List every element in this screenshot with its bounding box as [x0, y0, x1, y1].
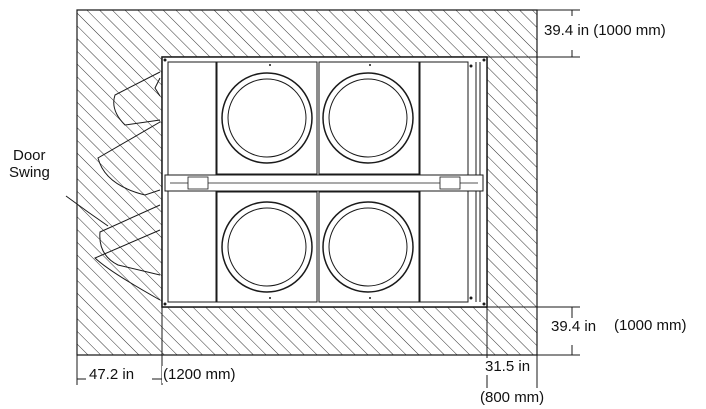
dimension-right-clearance-in: 31.5 in	[484, 358, 532, 375]
machine-doors	[221, 72, 414, 293]
machine-top-left	[216, 61, 318, 175]
dimension-top-clearance: 39.4 in (1000 mm)	[543, 22, 667, 39]
machine-top-right	[318, 61, 420, 175]
dimension-left-clearance-mm: (1200 mm)	[162, 366, 237, 383]
fasteners	[163, 58, 486, 306]
dimension-bottom-clearance-in: 39.4 in	[550, 318, 598, 335]
dimension-left-clearance-in: 47.2 in	[88, 366, 136, 383]
machine-bottom-right	[318, 191, 420, 303]
dimension-right-clearance-mm: (800 mm)	[479, 389, 546, 406]
door-swing-label-line1: Door	[13, 147, 46, 164]
machine-bottom-left	[216, 191, 318, 303]
dimension-bottom-clearance-mm: (1000 mm)	[613, 317, 688, 334]
door-swing-arcs	[94, 71, 161, 301]
door-swing-label-line2: Swing	[9, 164, 50, 181]
laundry-unit	[161, 56, 488, 308]
door-swing-leader	[65, 195, 109, 227]
